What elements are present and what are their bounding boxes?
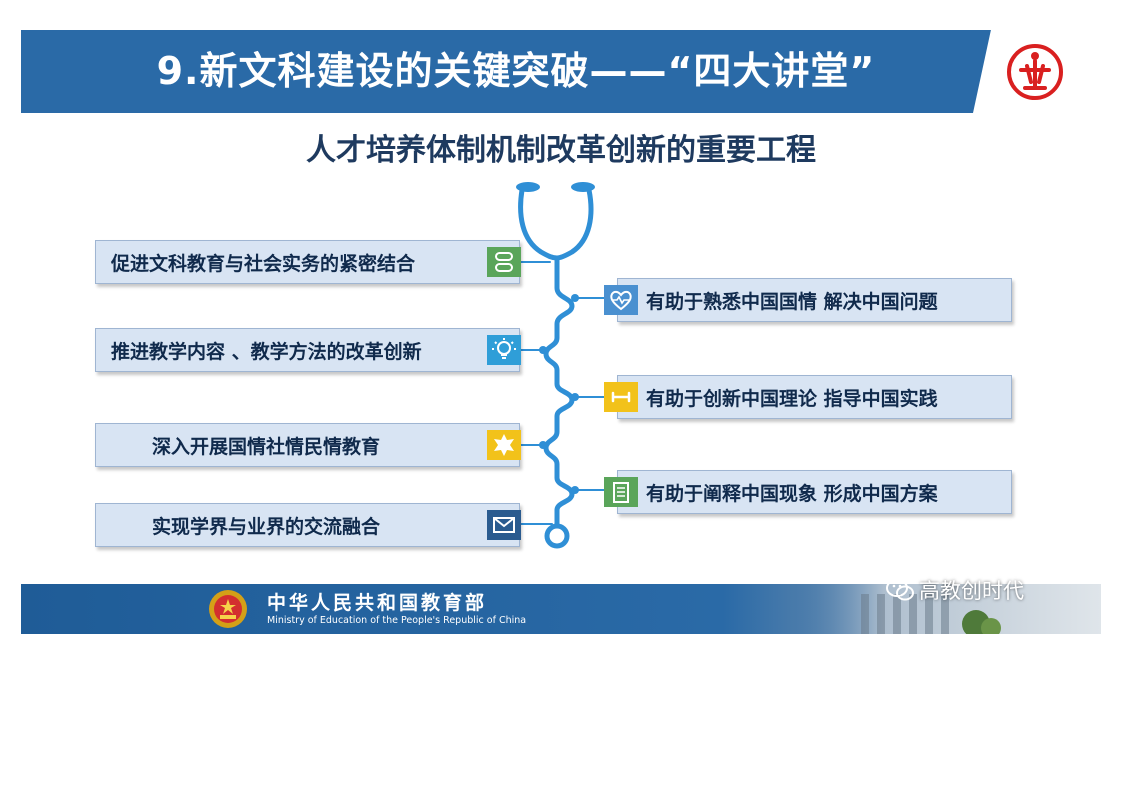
watermark-text: 高教创时代 xyxy=(919,579,1024,603)
left-item-2: 推进教学内容 、教学方法的改革创新 xyxy=(95,328,521,372)
wechat-icon xyxy=(886,579,914,601)
lightbulb-icon xyxy=(487,335,521,365)
header-bar: 9.新文科建设的关键突破——“四大讲堂” xyxy=(21,30,1101,113)
slide-title: 9.新文科建设的关键突破——“四大讲堂” xyxy=(156,49,876,93)
clipboard-icon xyxy=(604,477,638,507)
ministry-name-en: Ministry of Education of the People's Re… xyxy=(267,615,527,626)
left-item-4: 实现学界与业界的交流融合 xyxy=(95,503,521,547)
national-emblem-icon xyxy=(209,590,247,628)
right-item-2: 有助于创新中国理论 指导中国实践 xyxy=(604,375,1012,419)
ministry-name-cn: 中华人民共和国教育部 xyxy=(267,592,488,614)
school-seal-icon xyxy=(1007,44,1063,100)
left-item-1: 促进文科教育与社会实务的紧密结合 xyxy=(95,240,521,284)
mail-icon xyxy=(487,510,521,540)
right-item-1: 有助于熟悉中国国情 解决中国问题 xyxy=(604,278,1012,322)
building-photo xyxy=(791,584,1101,634)
right-item-3: 有助于阐释中国现象 形成中国方案 xyxy=(604,470,1012,514)
watermark: 高教创时代 xyxy=(885,575,1024,605)
heartbeat-icon xyxy=(604,285,638,315)
star-badge-icon xyxy=(487,430,521,460)
subtitle: 人才培养体制机制改革创新的重要工程 xyxy=(306,133,816,168)
bone-icon xyxy=(604,382,638,412)
logo-panel xyxy=(973,30,1101,113)
footer-bar: 中华人民共和国教育部 Ministry of Education of the … xyxy=(21,584,1101,634)
left-item-3: 深入开展国情社情民情教育 xyxy=(95,423,521,467)
capsule-icon xyxy=(487,247,521,277)
